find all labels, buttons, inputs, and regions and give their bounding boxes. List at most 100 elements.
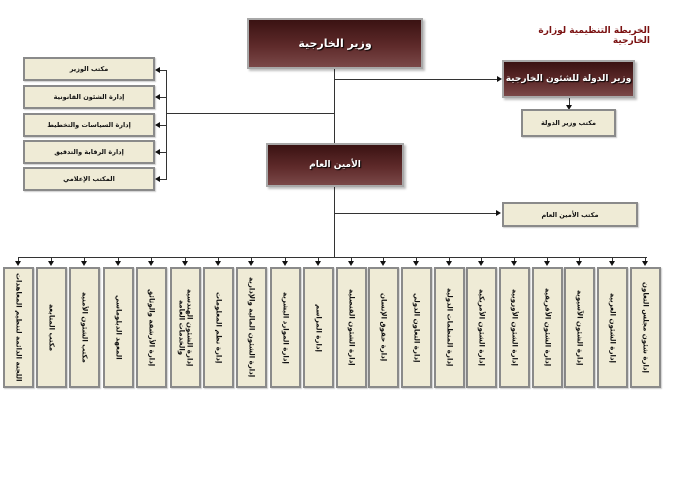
department-label: مكتب الشئون الأمنية [80,292,89,363]
minister-label: وزير الخارجية [298,37,372,50]
office-box-minister[interactable]: مكتب الوزير [23,57,155,81]
arrow-down-icon [315,261,321,266]
connector-department-drop [118,257,119,262]
arrow-down-icon [576,261,582,266]
connector-department-drop [51,257,52,262]
secretary-general-office-box[interactable]: مكتب الأمين العام [502,202,638,227]
connector-department-drop [612,257,613,262]
connector-department-drop [185,257,186,262]
department-label: إدارة المراسم [314,303,323,352]
minister-box[interactable]: وزير الخارجية [247,18,423,69]
arrow-right-icon [497,76,502,82]
department-box[interactable]: إدارة الأرشفة والوثائق [136,267,167,388]
office-label: المكتب الإعلامي [63,175,115,183]
secretary-general-box[interactable]: الأمين العام [266,143,404,187]
arrow-left-icon [155,122,160,128]
department-label: إدارة نظم المعلومات [214,291,223,364]
department-box[interactable]: إدارة الشئون الآسيوية [564,267,595,388]
connector-office-4 [160,152,166,153]
office-box-audit[interactable]: إدارة الرقابة والتدقيق [23,140,155,164]
connector-department-drop [18,257,19,262]
arrow-down-icon [248,261,254,266]
department-label: إدارة الشئون العربية [608,292,617,363]
connector-departments-horizontal [19,257,647,258]
connector-department-drop [514,257,515,262]
connector-department-drop [449,257,450,262]
department-box[interactable]: إدارة الشئون الهندسية والخدمات العامة [170,267,201,388]
arrow-left-icon [155,67,160,73]
office-label: إدارة الرقابة والتدقيق [54,148,124,156]
department-box[interactable]: إدارة الشئون الأوروبية [499,267,530,388]
arrow-down-icon [81,261,87,266]
connector-offices-vertical [166,70,167,180]
department-box[interactable]: إدارة المراسم [303,267,334,388]
connector-office-3 [160,125,166,126]
office-box-policy[interactable]: إدارة السياسات والتخطيط [23,113,155,137]
arrow-down-icon [446,261,452,266]
department-box[interactable]: إدارة شئون مجلس التعاون [630,267,661,388]
department-box[interactable]: إدارة المنظمات الدولية [434,267,465,388]
chart-title: الخريطة التنظيمية لوزارة الخارجية [538,26,650,46]
department-box[interactable]: إدارة نظم المعلومات [203,267,234,388]
arrow-right-icon [496,210,501,216]
office-label: إدارة السياسات والتخطيط [47,121,131,129]
arrow-down-icon [215,261,221,266]
connector-department-drop [151,257,152,262]
department-box[interactable]: إدارة التعاون الدولي [401,267,432,388]
department-label: إدارة الشئون الهندسية والخدمات العامة [177,288,194,367]
department-label: إدارة شئون مجلس التعاون [641,282,650,373]
minister-of-state-label: وزير الدولة للشئون الخارجية [505,74,632,84]
office-box-media[interactable]: المكتب الإعلامي [23,167,155,191]
department-label: إدارة الأرشفة والوثائق [147,288,156,367]
connector-department-drop [218,257,219,262]
minister-of-state-office-label: مكتب وزير الدولة [541,119,596,127]
department-label: إدارة الشئون الآسيوية [575,289,584,366]
department-label: مكتب المتابعة [47,303,56,352]
department-box[interactable]: اللجنة الدائمة لتنظيم المعاهدات [3,267,34,388]
department-box[interactable]: المعهد الدبلوماسي [103,267,134,388]
department-box[interactable]: مكتب المتابعة [36,267,67,388]
department-box[interactable]: إدارة الشئون المالية والإدارية [236,267,267,388]
arrow-left-icon [155,149,160,155]
arrow-down-icon [182,261,188,266]
arrow-down-icon [282,261,288,266]
arrow-down-icon [478,261,484,266]
department-box[interactable]: إدارة الشئون القنصلية [336,267,367,388]
connector-department-drop [84,257,85,262]
connector-office-1 [160,70,166,71]
arrow-left-icon [155,176,160,182]
department-label: اللجنة الدائمة لتنظيم المعاهدات [14,273,23,382]
arrow-down-icon [48,261,54,266]
arrow-down-icon [380,261,386,266]
connector-department-drop [547,257,548,262]
department-box[interactable]: إدارة الشئون العربية [597,267,628,388]
department-label: إدارة التعاون الدولي [412,292,421,363]
department-label: إدارة حقوق الإنسان [379,293,388,362]
department-label: إدارة الشئون الأمريكية [477,289,486,366]
connector-minister-of-state-office [569,97,570,107]
department-box[interactable]: مكتب الشئون الأمنية [69,267,100,388]
minister-of-state-box[interactable]: وزير الدولة للشئون الخارجية [502,60,635,98]
connector-to-sg-office [335,213,497,214]
department-label: إدارة الشئون المالية والإدارية [247,277,256,378]
arrow-down-icon [348,261,354,266]
department-box[interactable]: إدارة الموارد البشرية [270,267,301,388]
secretary-general-label: الأمين العام [309,160,361,170]
department-label: إدارة المنظمات الدولية [445,288,454,367]
minister-of-state-office-box[interactable]: مكتب وزير الدولة [521,109,616,137]
connector-department-drop [285,257,286,262]
office-box-legal[interactable]: إدارة الشئون القانونية [23,85,155,109]
office-label: إدارة الشئون القانونية [53,93,125,101]
connector-department-drop [645,257,646,262]
department-label: إدارة الشئون القنصلية [347,289,356,366]
connector-department-drop [579,257,580,262]
connector-office-5 [160,179,166,180]
department-box[interactable]: إدارة الشئون الأفريقية [532,267,563,388]
department-box[interactable]: إدارة حقوق الإنسان [368,267,399,388]
arrow-down-icon [413,261,419,266]
department-label: إدارة الشئون الأوروبية [510,289,519,366]
arrow-down-icon [609,261,615,266]
department-label: إدارة الشئون الأفريقية [543,288,552,367]
arrow-down-icon [148,261,154,266]
department-box[interactable]: إدارة الشئون الأمريكية [466,267,497,388]
